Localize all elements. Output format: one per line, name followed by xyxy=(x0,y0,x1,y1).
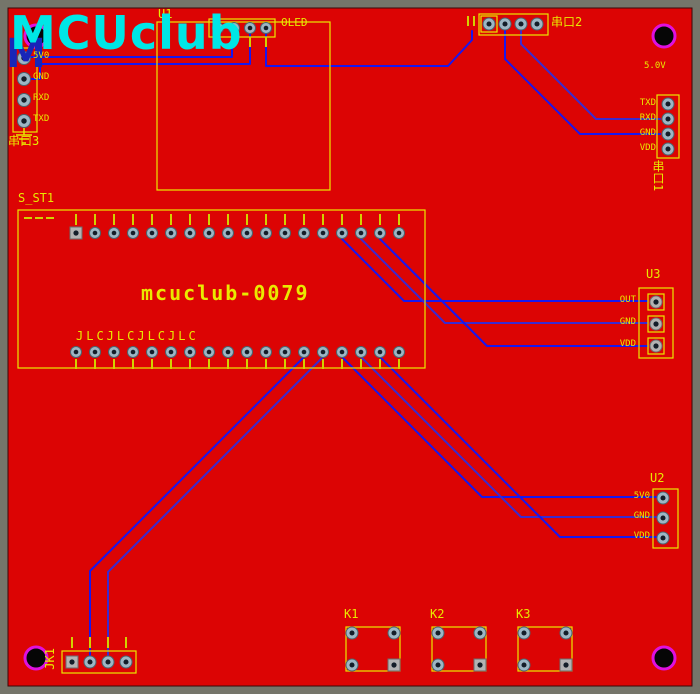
trace[interactable] xyxy=(379,238,648,347)
u3-pin-label: VDD xyxy=(619,339,636,349)
u2-pin-label: 5V0 xyxy=(633,491,650,501)
mounting-hole[interactable] xyxy=(651,23,677,49)
trace[interactable] xyxy=(89,356,305,656)
mounting-holes[interactable] xyxy=(23,23,677,671)
u3-pin-label: GND xyxy=(619,317,636,327)
trace[interactable] xyxy=(341,356,657,498)
k3-pads[interactable] xyxy=(517,626,573,672)
serial2-pads[interactable] xyxy=(482,17,544,31)
serial2-refdes[interactable]: 串口2 xyxy=(551,15,583,29)
board-logo: MCUclub xyxy=(10,6,243,60)
u2-pads[interactable] xyxy=(656,491,670,545)
mounting-hole[interactable] xyxy=(23,645,49,671)
u3-refdes[interactable]: U3 xyxy=(646,267,661,281)
serial1-pin-label: RXD xyxy=(639,113,656,123)
serial1-refdes[interactable]: 串口1 xyxy=(651,160,665,192)
serial1-pin-label: TXD xyxy=(639,98,656,108)
u2-refdes[interactable]: U2 xyxy=(650,471,665,485)
trace[interactable] xyxy=(107,356,324,656)
trace[interactable] xyxy=(29,33,233,58)
serial3-pads[interactable] xyxy=(17,51,31,128)
copper-traces[interactable] xyxy=(29,30,661,656)
board-center-label: mcuclub-0079 xyxy=(141,281,310,305)
serial1-pads[interactable] xyxy=(661,97,675,156)
u2-pin-label: GND xyxy=(633,511,650,521)
jk1-refdes[interactable]: JK1 xyxy=(43,648,57,670)
sst1-refdes[interactable]: S_ST1 xyxy=(18,191,55,205)
u3-pin-label: OUT xyxy=(619,295,636,305)
trace[interactable] xyxy=(379,356,657,538)
u3-pads[interactable] xyxy=(649,295,663,353)
serial3-pin-label: TXD xyxy=(33,114,50,124)
trace[interactable] xyxy=(265,30,473,67)
silkscreen xyxy=(12,13,680,674)
k1-refdes[interactable]: K1 xyxy=(344,607,359,621)
u1-label: OLED xyxy=(281,16,308,29)
k1-pads[interactable] xyxy=(345,626,401,672)
u1-refdes[interactable]: U1 xyxy=(158,7,173,21)
serial3-refdes[interactable]: 串口3 xyxy=(8,134,40,148)
serial1-pin-label: GND xyxy=(639,128,656,138)
trace[interactable] xyxy=(504,30,661,135)
trace[interactable] xyxy=(360,356,657,518)
trace[interactable] xyxy=(341,238,648,302)
trace[interactable] xyxy=(520,30,661,120)
serial1-voltage-label: 5.0V xyxy=(644,61,666,71)
serial1-pin-label: VDD xyxy=(639,143,656,153)
mounting-hole[interactable] xyxy=(651,645,677,671)
u1-pads[interactable] xyxy=(212,22,272,34)
logo-shadow-text: M xyxy=(6,31,46,77)
serial3-pin-label: GND xyxy=(33,72,50,82)
k3-refdes[interactable]: K3 xyxy=(516,607,531,621)
gnd-symbol xyxy=(16,128,32,144)
mounting-hole[interactable] xyxy=(23,23,49,49)
serial3-pin-label: 5V0 xyxy=(33,51,50,61)
k2-refdes[interactable]: K2 xyxy=(430,607,445,621)
sst1-bottom-pads[interactable] xyxy=(70,346,405,358)
jlc-order-label: JLCJLCJLCJLC xyxy=(76,329,199,343)
trace[interactable] xyxy=(360,238,648,324)
serial3-pin-label: RXD xyxy=(33,93,50,103)
jk1-pads[interactable] xyxy=(65,655,133,669)
u2-pin-label: VDD xyxy=(633,531,650,541)
k2-pads[interactable] xyxy=(431,626,487,672)
sst1-top-pads[interactable] xyxy=(69,226,405,240)
